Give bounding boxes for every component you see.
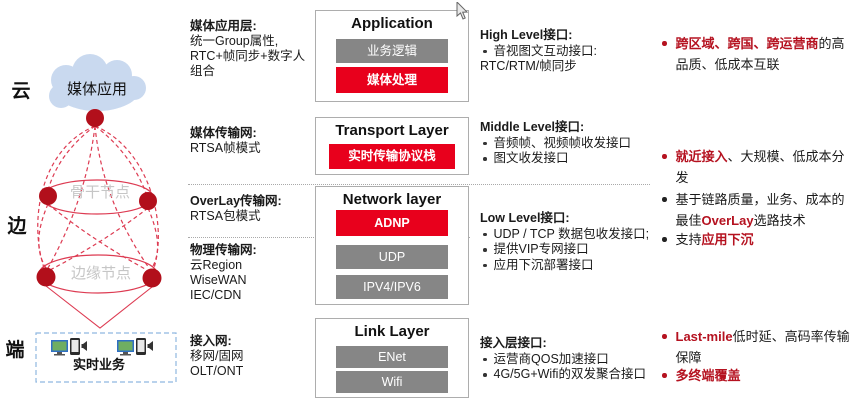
layer-title: Application	[351, 15, 433, 32]
highlight-cross-region: 跨区域、跨国、跨运营商的高品质、低成本互联	[660, 33, 856, 75]
bullet-dot	[662, 373, 667, 378]
link-layer-box: Link Layer ENet Wifi	[315, 318, 469, 398]
annotation-title: OverLay传输网:	[190, 194, 282, 208]
highlight-multi-terminal: 多终端覆盖	[660, 365, 856, 386]
annotation-line: RTSA包模式	[190, 209, 261, 223]
interface-item: 提供VIP专网接口	[480, 242, 660, 258]
interface-middle-level: Middle Level接口: 音频帧、视频帧收发接口 图文收发接口	[480, 120, 660, 167]
backbone-node-left	[39, 187, 57, 205]
mesh-dashed-lines	[37, 125, 159, 271]
annotation-physical-net: 物理传输网: 云Region WiseWAN IEC/CDN	[190, 243, 312, 303]
interface-title: 接入层接口:	[480, 336, 547, 350]
layer-title: Network layer	[342, 191, 442, 208]
interface-title: Low Level接口:	[480, 211, 570, 225]
bullet-dot	[662, 334, 667, 339]
annotation-title: 媒体应用层:	[190, 19, 257, 33]
interface-item: 4G/5G+Wifi的双发聚合接口	[480, 367, 660, 383]
highlight-last-mile: Last-mile低时延、高码率传输保障	[660, 326, 856, 368]
bullet-dot	[483, 157, 487, 161]
top-node	[86, 109, 104, 127]
bullet-dot	[483, 49, 487, 53]
annotation-title: 物理传输网:	[190, 243, 257, 257]
interface-high-level: High Level接口: 音视图文互动接口: RTC/RTM/帧同步	[480, 28, 660, 75]
annotation-line: 云Region	[190, 258, 243, 272]
bullet-dot	[662, 41, 667, 46]
layer-title: Link Layer	[354, 323, 430, 340]
annotation-access-net: 接入网: 移网/固网 OLT/ONT	[190, 334, 312, 379]
backbone-label: 骨干节点	[70, 184, 130, 201]
bullet-dot	[662, 197, 667, 202]
realtime-service-label: 实时业务	[73, 357, 126, 372]
bullet-dot	[483, 263, 487, 267]
network-layer-box: Network layer ADNP UDP IPV4/IPV6	[315, 186, 469, 305]
annotation-line: 移网/固网	[190, 349, 244, 363]
highlight-overlay-routing: 基于链路质量，业务、成本的最佳OverLay选路技术	[660, 189, 856, 231]
tier-label-cloud: 云	[11, 81, 30, 102]
cloud-edge-terminal-diagram: 媒体应用 骨干节点 边缘节点 云 边 端	[5, 54, 177, 383]
transport-layer-box: Transport Layer 实时传输协议栈	[315, 117, 469, 175]
chip-wifi: Wifi	[336, 371, 448, 393]
annotation-line: IEC/CDN	[190, 288, 242, 302]
annotation-line: OLT/ONT	[190, 364, 244, 378]
interface-continuation: RTC/RTM/帧同步	[480, 59, 577, 73]
annotation-line: RTSA帧模式	[190, 141, 261, 155]
bullet-dot	[483, 232, 487, 236]
annotation-line: RTC+帧同步+数字人	[190, 49, 306, 63]
interface-item: UDP / TCP 数据包收发接口;	[480, 227, 660, 243]
bullet-dot	[662, 237, 667, 242]
device-cluster-left	[51, 338, 87, 356]
annotation-line: WiseWAN	[190, 273, 247, 287]
chip-adnp: ADNP	[336, 210, 448, 236]
chip-enet: ENet	[336, 346, 448, 368]
edge-node-left	[36, 267, 56, 287]
cloud-shape	[49, 54, 146, 111]
interface-access-layer: 接入层接口: 运营商QOS加速接口 4G/5G+Wifi的双发聚合接口	[480, 336, 660, 383]
annotation-title: 媒体传输网:	[190, 126, 257, 140]
layer-title: Transport Layer	[335, 122, 449, 139]
interface-item: 音频帧、视频帧收发接口	[480, 136, 660, 152]
annotation-line: 组合	[190, 64, 216, 78]
network-nodes	[36, 109, 162, 288]
annotation-title: 接入网:	[190, 334, 232, 348]
chip-media-processing: 媒体处理	[336, 67, 448, 93]
separator-transport-overlay	[188, 184, 650, 185]
terminal-fanin-lines	[45, 285, 153, 329]
tier-label-edge: 边	[6, 215, 27, 237]
highlight-nearby-access: 就近接入、大规模、低成本分发	[660, 146, 856, 188]
interface-item: 运营商QOS加速接口	[480, 352, 660, 368]
interface-low-level: Low Level接口: UDP / TCP 数据包收发接口; 提供VIP专网接…	[480, 211, 660, 273]
interface-item: 应用下沉部署接口	[480, 258, 660, 274]
interface-item: 图文收发接口	[480, 151, 660, 167]
bullet-dot	[483, 248, 487, 252]
mouse-cursor-icon	[456, 2, 469, 20]
annotation-overlay-net: OverLay传输网: RTSA包模式	[190, 194, 312, 224]
interface-title: High Level接口:	[480, 28, 573, 42]
cloud-label: 媒体应用	[67, 80, 127, 98]
bullet-dot	[662, 154, 667, 159]
chip-udp: UDP	[336, 245, 448, 269]
application-layer-box: Application 业务逻辑 媒体处理	[315, 10, 469, 102]
bullet-dot	[483, 141, 487, 145]
edge-nodes-label: 边缘节点	[71, 265, 131, 282]
tier-label-terminal: 端	[5, 338, 24, 361]
edge-node-right	[142, 268, 162, 288]
backbone-node-right	[139, 192, 157, 210]
bullet-dot	[483, 373, 487, 377]
bullet-dot	[483, 357, 487, 361]
annotation-media-app-layer: 媒体应用层: 统一Group属性, RTC+帧同步+数字人 组合	[190, 19, 312, 79]
annotation-line: 统一Group属性,	[190, 34, 279, 48]
interface-item: 音视图文互动接口:	[480, 44, 660, 60]
interface-title: Middle Level接口:	[480, 120, 585, 134]
annotation-media-transport-net: 媒体传输网: RTSA帧模式	[190, 126, 312, 156]
highlight-app-sink: 支持应用下沉	[660, 229, 856, 250]
chip-realtime-protocol-stack: 实时传输协议栈	[329, 144, 455, 169]
chip-ipv4-ipv6: IPV4/IPV6	[336, 275, 448, 299]
device-cluster-right	[117, 338, 153, 356]
chip-business-logic: 业务逻辑	[336, 39, 448, 63]
